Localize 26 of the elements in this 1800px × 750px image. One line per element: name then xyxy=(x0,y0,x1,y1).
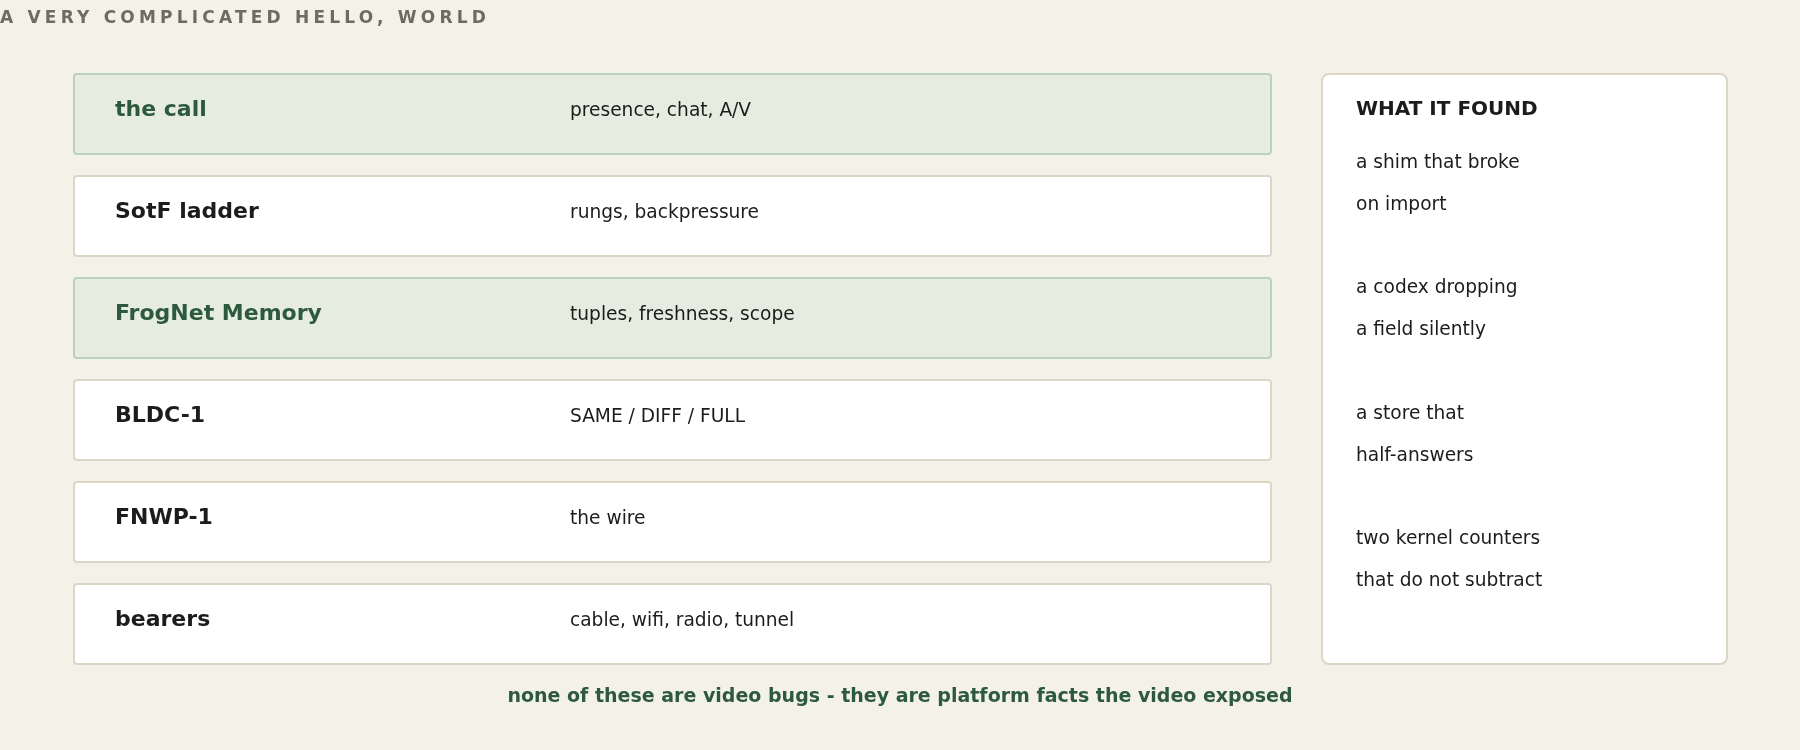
layer-name: the call xyxy=(115,96,207,122)
layer-name: SotF ladder xyxy=(115,198,259,224)
layer-description: rungs, backpressure xyxy=(570,201,760,223)
finding-text: a store that half-answers xyxy=(1356,400,1475,467)
layer-box xyxy=(73,73,1272,155)
finding-text: two kernel counters that do not subtract xyxy=(1356,526,1544,592)
layer-name: FNWP-1 xyxy=(115,504,213,530)
layer-description: tuples, freshness, scope xyxy=(570,303,795,325)
findings-panel xyxy=(1321,73,1728,665)
layer-description: SAME / DIFF / FULL xyxy=(570,405,746,427)
diagram-title: A VERY COMPLICATED HELLO, WORLD xyxy=(0,6,491,28)
finding-text: a shim that broke on import xyxy=(1356,150,1521,216)
panel-heading: WHAT IT FOUND xyxy=(1356,96,1538,120)
layer-box xyxy=(73,175,1272,257)
caption: none of these are video bugs - they are platform facts the video exposed xyxy=(507,683,1293,707)
layer-name: FrogNet Memory xyxy=(115,300,322,326)
finding-text: a codex dropping a field silently xyxy=(1356,275,1519,342)
layer-name: BLDC-1 xyxy=(115,402,206,428)
layer-description: presence, chat, A/V xyxy=(570,99,752,121)
layer-box xyxy=(73,481,1272,563)
layer-box xyxy=(73,583,1272,665)
layer-name: bearers xyxy=(115,606,211,632)
layer-box xyxy=(73,379,1272,461)
layer-description: cable, wifi, radio, tunnel xyxy=(570,609,795,631)
layer-description: the wire xyxy=(570,507,646,529)
layer-box xyxy=(73,277,1272,359)
